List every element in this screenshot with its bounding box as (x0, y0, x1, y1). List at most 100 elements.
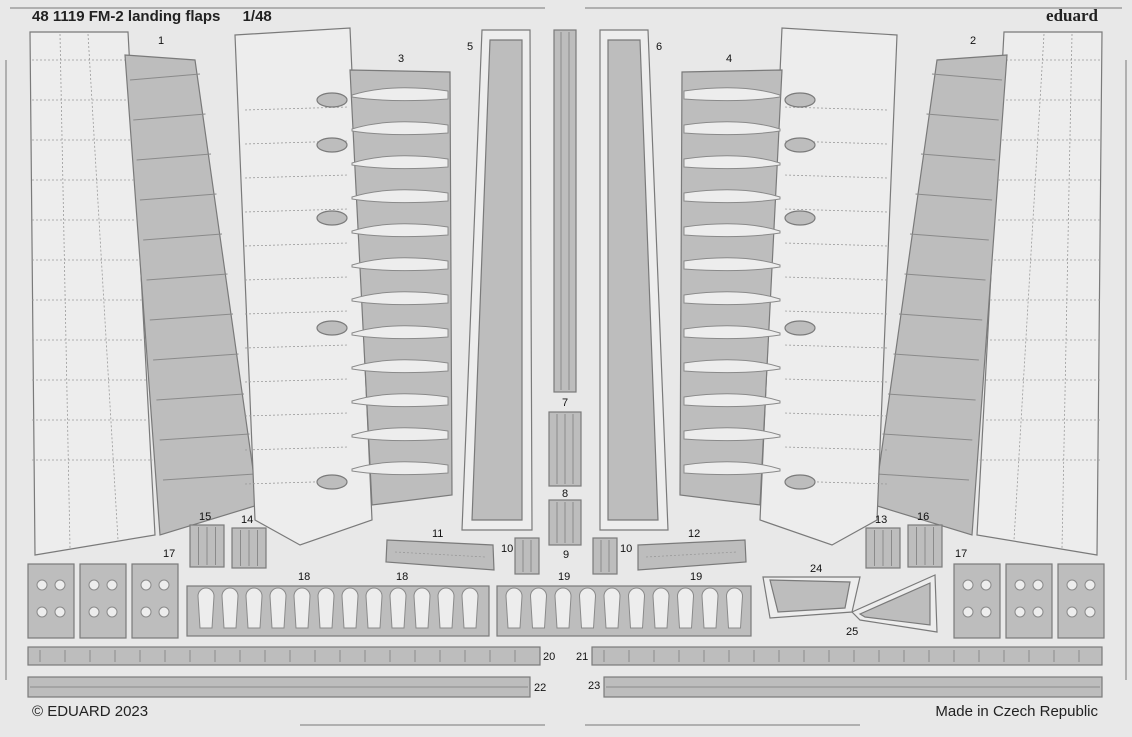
hinge-tab (784, 92, 816, 108)
mount-hole (36, 606, 48, 618)
clip-part-18 (269, 587, 287, 629)
part-17 (79, 563, 127, 639)
rib-cutout (683, 87, 781, 102)
slat-line (893, 353, 979, 361)
slat-line (909, 233, 989, 241)
clip-part-19 (725, 587, 744, 629)
panel-line (783, 310, 888, 315)
hinge-tab (316, 320, 348, 336)
mount-hole (980, 579, 992, 591)
mount-hole (88, 579, 100, 591)
copyright-text: © EDUARD 2023 (32, 703, 149, 720)
slat-line (931, 73, 1003, 81)
fret-scale: 1/48 (242, 8, 272, 25)
rib-cutout (683, 189, 781, 204)
mount-hole (1066, 579, 1078, 591)
clip-part-18 (413, 587, 431, 629)
rib-cutout (351, 223, 449, 238)
slat-line (133, 113, 206, 121)
mount-hole (140, 579, 152, 591)
mount-hole (158, 579, 170, 591)
label-part-14: 14 (241, 514, 253, 526)
panel-line (783, 276, 888, 281)
label-part-13: 13 (875, 514, 887, 526)
rib-cutout (351, 121, 449, 136)
clip-part-19 (627, 587, 646, 629)
hinge-tab (316, 137, 348, 153)
label-part-10-right: 10 (620, 543, 632, 555)
slat-line (159, 433, 250, 441)
rib-cutout (683, 427, 781, 442)
label-part-18-b: 18 (396, 571, 408, 583)
part-10-right (592, 537, 618, 575)
slat-line (149, 313, 234, 321)
panel-line (244, 174, 349, 179)
clip-part-18 (245, 587, 263, 629)
rib-cutout (351, 189, 449, 204)
part-17 (131, 563, 179, 639)
label-part-19-b: 19 (690, 571, 702, 583)
slat-line (920, 153, 996, 161)
fret-title: 48 1119 FM-2 landing flaps (32, 8, 221, 25)
panel-line (244, 276, 349, 281)
clip-part-19 (505, 587, 523, 629)
label-part-16: 16 (917, 511, 929, 523)
label-part-17-right: 17 (955, 548, 967, 560)
clip-part-18 (389, 587, 407, 629)
part-3-flap-section (234, 27, 453, 546)
panel-line (783, 446, 888, 451)
mount-hole (1014, 579, 1026, 591)
rib-cutout (351, 359, 449, 374)
panel-line (783, 242, 888, 247)
slat-line (146, 273, 228, 281)
label-part-23: 23 (588, 680, 600, 692)
label-part-5: 5 (467, 41, 473, 53)
clip-part-19 (578, 587, 597, 629)
label-part-25: 25 (846, 626, 858, 638)
mount-hole (106, 579, 118, 591)
label-part-18-a: 18 (298, 571, 310, 583)
slat-line (129, 73, 201, 81)
slat-line (882, 433, 973, 441)
clip-part-19 (603, 587, 621, 629)
clip-part-19 (554, 587, 572, 629)
hinge-tab (316, 92, 348, 108)
mount-hole (1066, 606, 1078, 618)
rib-cutout (683, 257, 781, 272)
origin-text: Made in Czech Republic (935, 703, 1098, 720)
rib-cutout (351, 291, 449, 306)
label-part-6: 6 (656, 41, 662, 53)
clip-part-19 (652, 587, 670, 629)
panel-line (244, 208, 349, 213)
rib-cutout (683, 223, 781, 238)
slat-line (153, 353, 239, 361)
brand-logo: eduard (1046, 6, 1098, 25)
mount-hole (1032, 579, 1044, 591)
clip-part-18 (221, 587, 239, 629)
clip-part-18 (365, 587, 383, 629)
part-22-rail (27, 676, 531, 698)
part-17 (1005, 563, 1053, 639)
hinge-tab (784, 474, 816, 490)
mount-hole (962, 606, 974, 618)
rib-cutout (351, 461, 449, 476)
label-part-17-left: 17 (163, 548, 175, 560)
label-part-24: 24 (810, 563, 822, 575)
rib-cutout (683, 393, 781, 408)
slat-line (156, 393, 245, 401)
panel-line (783, 174, 888, 179)
mount-hole (54, 579, 66, 591)
part-7 (548, 411, 582, 487)
rib-cutout (683, 291, 781, 306)
rib-cutout (351, 257, 449, 272)
rib-cutout (351, 393, 449, 408)
rib-cutout (683, 461, 781, 476)
part-17-set (27, 563, 1105, 639)
mount-hole (1084, 579, 1096, 591)
part-4-flap-section (679, 27, 898, 546)
part-6-strip (599, 29, 669, 531)
rib-cutout (351, 325, 449, 340)
slat-line (143, 233, 223, 241)
label-part-19-a: 19 (558, 571, 570, 583)
